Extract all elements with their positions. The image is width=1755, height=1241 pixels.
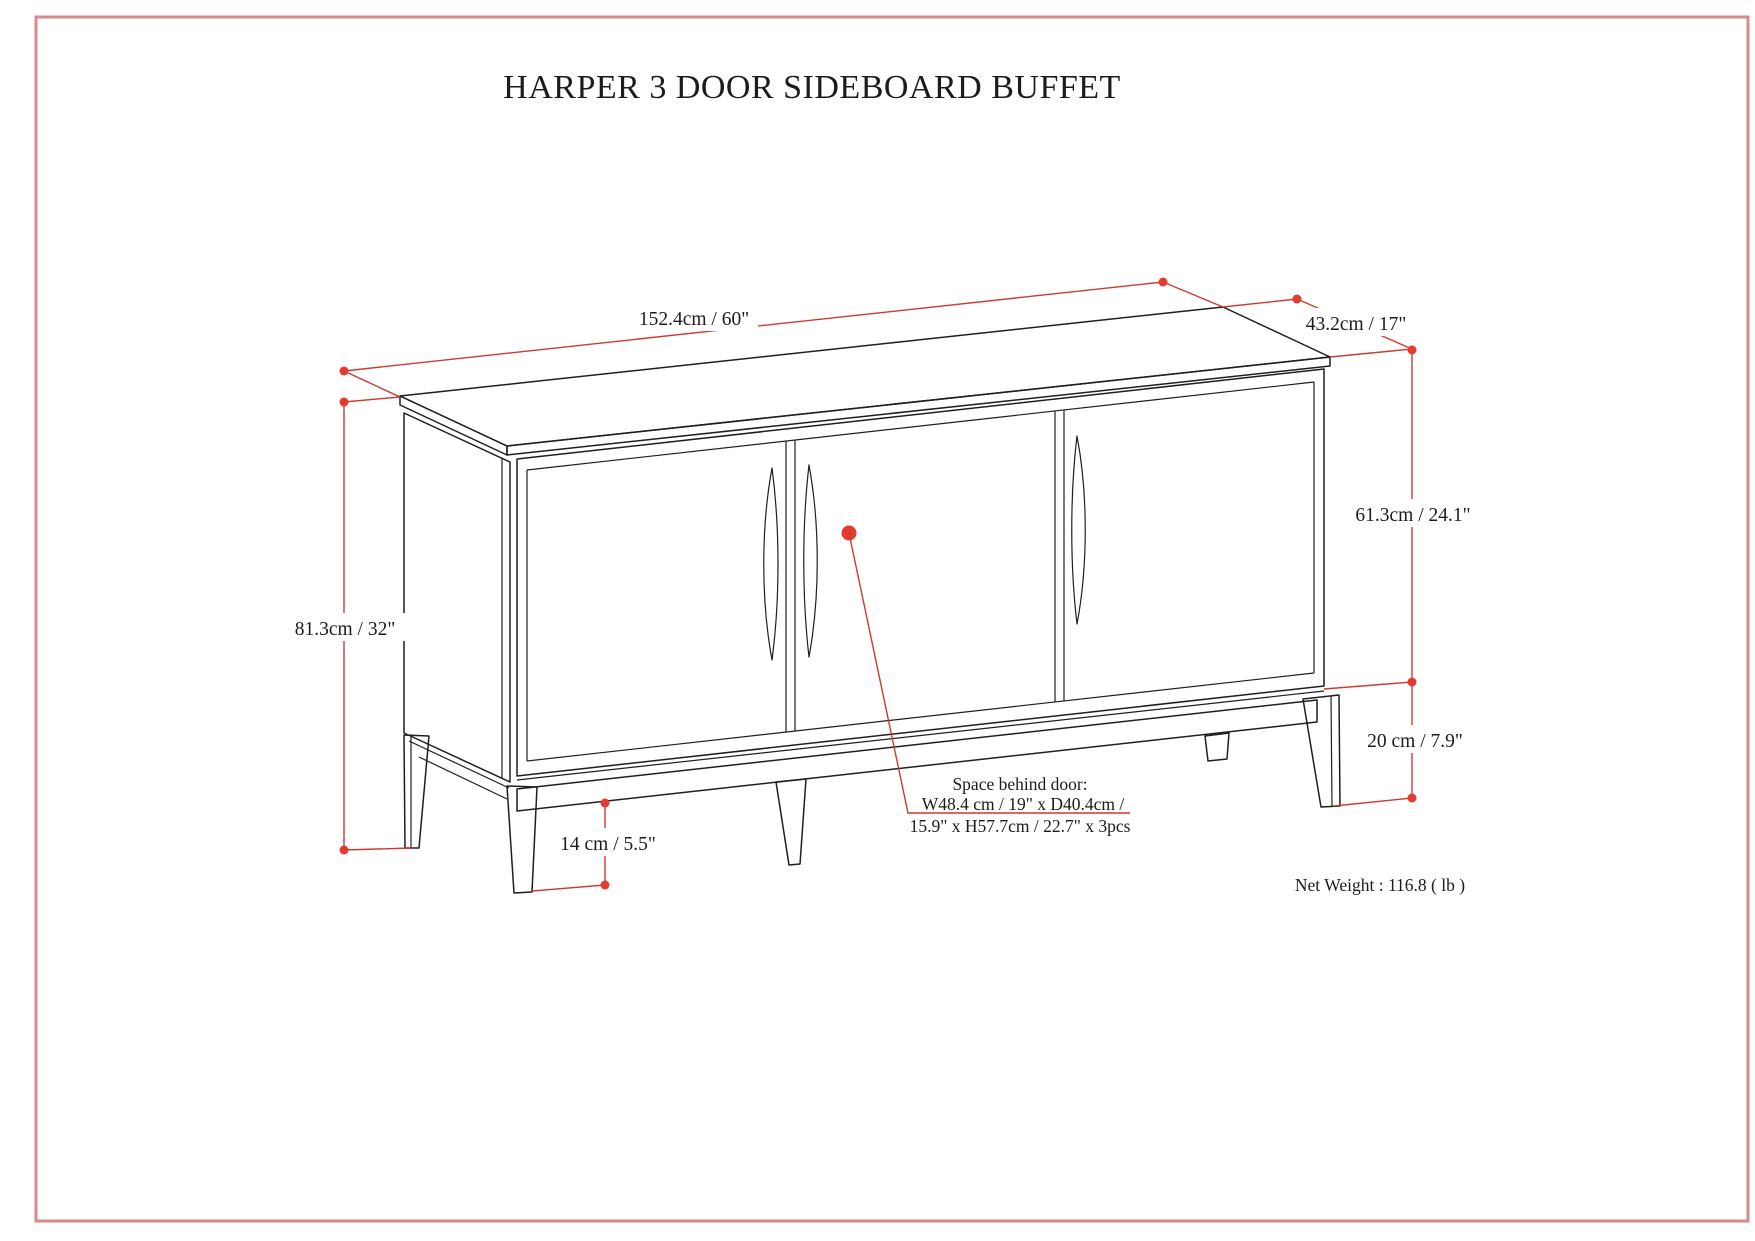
front-middle-leg [775, 778, 807, 866]
doors-top-edge [526, 381, 1315, 471]
doors-bottom-edge [526, 672, 1315, 762]
base-height-dot-bottom [1407, 793, 1417, 803]
total-height-extensions [343, 396, 413, 851]
base-left-apron [408, 740, 510, 800]
space-behind-door-callout: Space behind door: W48.4 cm / 19" x D40.… [841, 525, 1131, 836]
cabinet-drawing [399, 306, 1341, 894]
leg-height-extension [531, 884, 606, 892]
space-note-line1: Space behind door: [952, 774, 1087, 794]
leader-line [848, 532, 1130, 814]
dimension-base-height: 20 cm / 7.9" [1333, 682, 1474, 807]
upper-height-dot-top [1407, 345, 1417, 355]
door1-handle [763, 467, 779, 661]
door3-handle [1071, 435, 1086, 625]
front-right-leg [1302, 694, 1341, 808]
door-divider-1 [785, 440, 796, 732]
upper-height-label-bg [1342, 499, 1484, 527]
carcass-bottom-line [516, 690, 1325, 781]
width-label: 152.4cm / 60" [639, 309, 749, 330]
width-dot-right [1158, 277, 1168, 287]
dimension-leg-height: 14 cm / 5.5" [531, 798, 665, 892]
left-side-panel [403, 412, 511, 783]
door2-handle [803, 464, 818, 658]
space-note-line3: 15.9" x H57.7cm / 22.7" x 3pcs [910, 816, 1131, 836]
upper-height-extension [1323, 681, 1413, 690]
front-left-leg [506, 785, 538, 894]
total-height-label-bg [283, 613, 407, 641]
door-divider-2 [1054, 410, 1065, 702]
top-panel-surface [399, 306, 1331, 447]
total-height-label: 81.3cm / 32" [295, 619, 396, 640]
upper-height-label: 61.3cm / 24.1" [1355, 505, 1470, 526]
rear-right-leg [1204, 732, 1230, 762]
leg-height-dot-top [600, 798, 610, 808]
space-note-line2: W48.4 cm / 19" x D40.4cm / [922, 794, 1125, 814]
front-face [516, 368, 1325, 777]
dimension-depth: 43.2cm / 17" [1222, 294, 1420, 358]
total-height-dot-bottom [339, 845, 349, 855]
net-weight-label: Net Weight : 116.8 ( lb ) [1295, 875, 1465, 895]
leg-height-dot-bottom [600, 880, 610, 890]
depth-extension-lines [1222, 298, 1413, 358]
width-extension-lines [343, 281, 1224, 398]
base-height-extension [1333, 797, 1413, 807]
base-height-label-bg [1356, 725, 1474, 753]
dimension-upper-height: 61.3cm / 24.1" [1323, 345, 1484, 690]
leg-height-label: 14 cm / 5.5" [560, 834, 656, 855]
base-rail [516, 699, 1318, 812]
dimension-width: 152.4cm / 60" [339, 277, 1224, 398]
total-height-dot-top [339, 397, 349, 407]
depth-label-bg [1292, 308, 1420, 336]
front-right-leg-edge [1330, 695, 1333, 807]
rear-left-leg [403, 734, 430, 849]
depth-label: 43.2cm / 17" [1306, 314, 1407, 335]
top-panel-left-edge [399, 395, 508, 456]
page-border [34, 15, 1750, 1223]
dimension-total-height: 81.3cm / 32" [283, 396, 413, 855]
width-label-bg [630, 303, 758, 331]
width-dot-left [339, 366, 349, 376]
leg-height-label-bg [551, 828, 665, 856]
base-height-label: 20 cm / 7.9" [1367, 731, 1463, 752]
page-title: HARPER 3 DOOR SIDEBOARD BUFFET [503, 69, 1121, 106]
depth-dot-top [1292, 294, 1302, 304]
